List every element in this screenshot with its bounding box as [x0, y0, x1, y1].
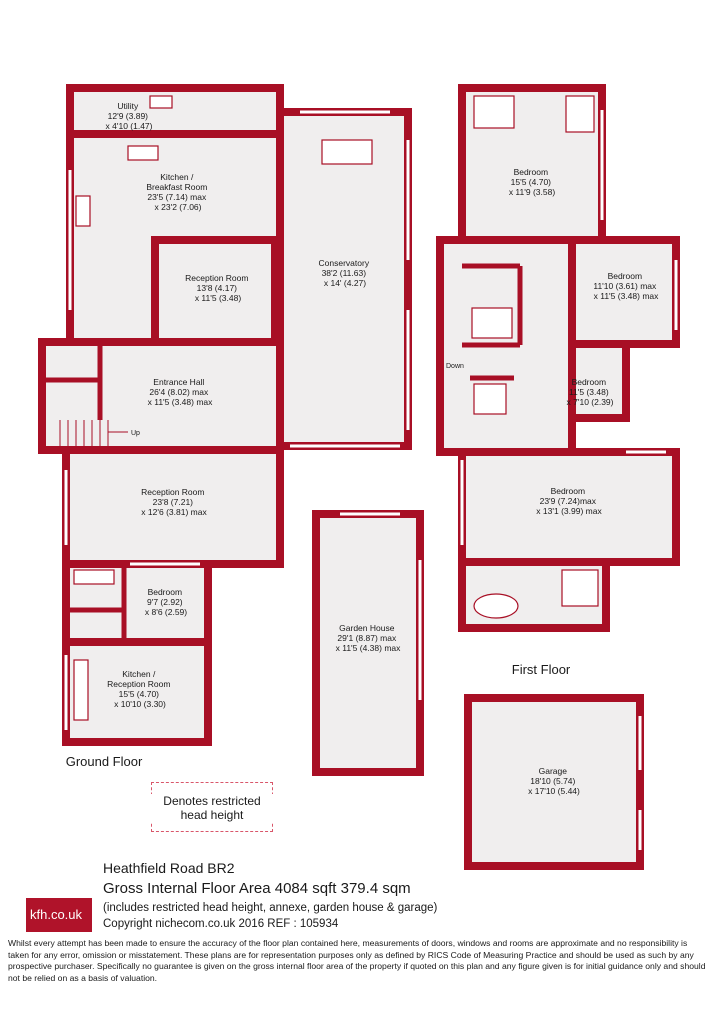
label-reception-2: Reception Room 23'8 (7.21) x 12'6 (3.81)… [141, 487, 207, 517]
ground-floor-windows [64, 110, 410, 730]
garage-walls [464, 694, 644, 870]
restricted-height-text: Denotes restricted head height [151, 794, 273, 822]
first-floor-windows [460, 110, 678, 545]
conservatory [276, 108, 412, 450]
label-kitchen-reception: Kitchen / Reception Room 15'5 (4.70) x 1… [107, 669, 173, 709]
room-labels: Utility 12'9 (3.89) x 4'10 (1.47) Kitche… [66, 101, 659, 796]
utility-room [66, 84, 284, 138]
ground-floor-title: Ground Floor [66, 754, 143, 769]
garage [464, 694, 644, 870]
garden-house [312, 510, 424, 776]
label-utility: Utility 12'9 (3.89) x 4'10 (1.47) [106, 101, 153, 131]
kfh-logo: kfh.co.uk [26, 898, 92, 932]
label-bedroom-ff-1: Bedroom 15'5 (4.70) x 11'9 (3.58) [509, 167, 556, 197]
label-garden-house: Garden House 29'1 (8.87) max x 11'5 (4.3… [336, 623, 402, 653]
label-reception-1: Reception Room 13'8 (4.17) x 11'5 (3.48) [185, 273, 251, 303]
first-floor-title: First Floor [512, 662, 571, 677]
label-bedroom-ff-3: Bedroom 11'5 (3.48) x 7'10 (2.39) [567, 377, 614, 407]
label-conservatory: Conservatory 38'2 (11.63) x 14' (4.27) [319, 258, 372, 288]
label-up: Up [131, 430, 140, 437]
ground-floor [38, 84, 412, 746]
copyright-line: Copyright nichecom.co.uk 2016 REF : 1059… [103, 918, 339, 930]
ground-floor-fixtures [73, 95, 373, 767]
first-floor-walls [462, 263, 523, 381]
label-bedroom-ff-4: Bedroom 23'9 (7.24)max x 13'1 (3.99) max [536, 486, 602, 516]
first-floor [436, 84, 680, 632]
area-includes-note: (includes restricted head height, annexe… [103, 902, 438, 914]
label-garage: Garage 18'10 (5.74) x 17'10 (5.44) [528, 766, 580, 796]
ground-floor-walls [42, 346, 127, 642]
garden-house-walls [312, 510, 424, 776]
disclaimer-text: Whilst every attempt has been made to en… [8, 938, 706, 983]
label-down: Down [446, 363, 464, 370]
restricted-height-legend: Denotes restricted head height [151, 782, 273, 832]
garden-house-windows [340, 512, 422, 700]
label-bedroom-gf: Bedroom 9'7 (2.92) x 8'6 (2.59) [145, 587, 187, 617]
property-address: Heathfield Road BR2 [103, 860, 235, 876]
label-bedroom-ff-2: Bedroom 11'10 (3.61) max x 11'5 (3.48) m… [593, 271, 659, 301]
logo-text: kfh.co.uk [30, 907, 83, 922]
label-entrance-hall: Entrance Hall 26'4 (8.02) max x 11'5 (3.… [148, 377, 214, 407]
label-kitchen-breakfast: Kitchen / Breakfast Room 23'5 (7.14) max… [146, 172, 209, 212]
gross-internal-area: Gross Internal Floor Area 4084 sqft 379.… [103, 880, 411, 897]
ground-floor-stairs [59, 420, 128, 446]
first-floor-fixtures [471, 95, 599, 619]
